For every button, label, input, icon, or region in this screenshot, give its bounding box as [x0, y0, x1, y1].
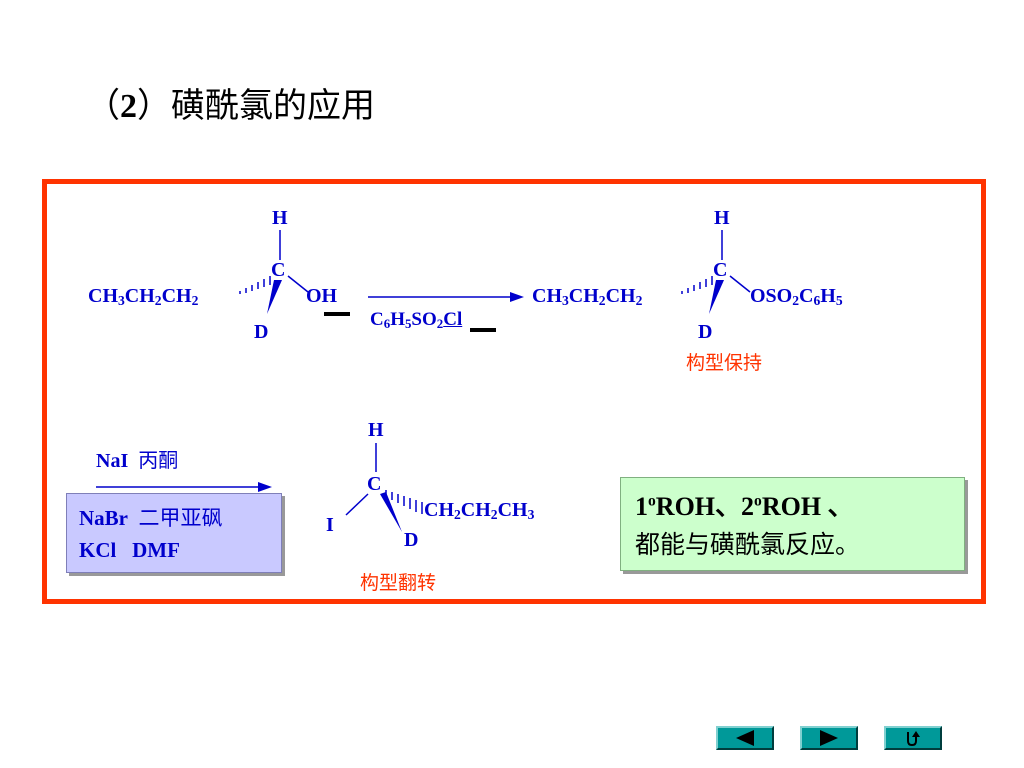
atom-c-1: C	[271, 259, 286, 281]
return-button[interactable]	[884, 726, 942, 750]
chain-propyl-1: CH3CH2CH2	[88, 285, 199, 308]
wedge-bond-3	[380, 492, 402, 532]
chain-propyl-3: CH2CH2CH3	[424, 499, 535, 522]
previous-button[interactable]	[716, 726, 774, 750]
wedge-bond-2	[709, 280, 724, 314]
reagent-box: NaBr 二甲亚砜 KCl DMF	[66, 493, 282, 573]
note-retention: 构型保持	[686, 352, 763, 374]
bond-c-oh	[287, 275, 309, 293]
bond-c-oso2	[729, 275, 751, 293]
info-line-2: 都能与磺酰氯反应。	[635, 530, 861, 559]
atom-h-1: H	[272, 207, 288, 229]
reagent-benzenesulfonyl-chloride: C6H5SO2Cl	[370, 309, 463, 331]
group-oh: OH	[306, 285, 338, 307]
info-box: 1oROH、2oROH 、 都能与磺酰氯反应。	[620, 477, 965, 571]
marker-dash-1	[324, 312, 350, 316]
slide-title: （2）磺酰氯的应用	[86, 88, 375, 125]
atom-d-3: D	[404, 529, 419, 551]
reaction-arrow-2-head	[258, 482, 272, 492]
atom-h-2: H	[714, 207, 730, 229]
reagent-nai: NaI 丙酮	[96, 448, 179, 472]
bond-c-i	[345, 493, 369, 516]
return-icon	[907, 731, 920, 747]
previous-icon	[736, 730, 754, 746]
atom-i: I	[326, 514, 334, 536]
reaction-arrow-1-head	[510, 292, 524, 302]
info-line-1: 1oROH、2oROH 、	[635, 492, 854, 521]
group-oso2c6h5: OSO2C6H5	[750, 285, 843, 308]
hashed-bond-2	[681, 276, 713, 294]
hashed-bond-1	[239, 276, 271, 294]
chain-propyl-2: CH3CH2CH2	[532, 285, 643, 308]
reagent-nabr: NaBr 二甲亚砜	[79, 506, 223, 530]
marker-dash-2	[470, 328, 496, 332]
next-button[interactable]	[800, 726, 858, 750]
next-icon	[820, 730, 838, 746]
reaction-frame	[42, 179, 986, 604]
atom-d-1: D	[254, 321, 269, 343]
reagent-kcl: KCl DMF	[79, 538, 180, 562]
atom-c-2: C	[713, 259, 728, 281]
note-inversion: 构型翻转	[360, 572, 437, 594]
atom-h-3: H	[368, 419, 384, 441]
atom-c-3: C	[367, 473, 382, 495]
atom-d-2: D	[698, 321, 713, 343]
wedge-bond-1	[267, 280, 282, 314]
